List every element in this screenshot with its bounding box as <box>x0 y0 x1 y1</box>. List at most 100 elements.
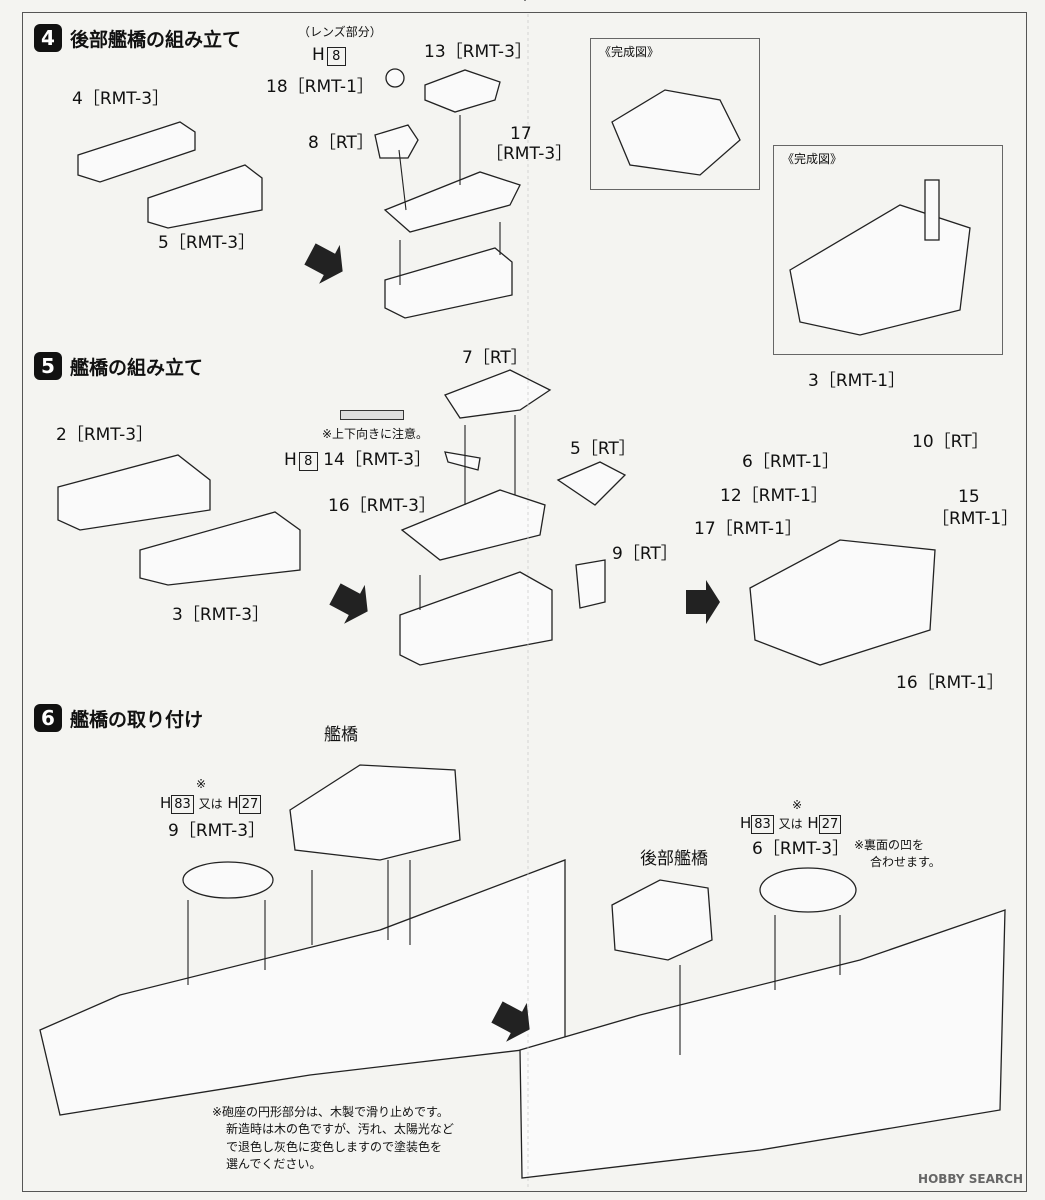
right-part-15-code: ［RMT-1］ <box>932 509 1019 529</box>
right-part-10-label: 10［RT］ <box>912 432 989 452</box>
step-4-label: 後部艦橋の組み立て <box>70 28 242 51</box>
part-14-drawing <box>444 451 481 471</box>
bridge-drawing <box>289 764 461 861</box>
complete-label-2: 《完成図》 <box>782 152 843 166</box>
step-6-label: 艦橋の取り付け <box>70 708 204 731</box>
page-frame <box>22 12 1027 1192</box>
right-part-15-num: 15 <box>958 487 980 507</box>
rear-bridge-label: 後部艦橋 <box>640 849 708 869</box>
bottom-note-line2: 新造時は木の色ですが、汚れ、太陽光など <box>226 1122 454 1137</box>
mast-drawing <box>924 179 940 241</box>
rear-bridge-drawing <box>611 879 713 961</box>
right-star: ※ <box>792 798 803 812</box>
step5-arrow-1 <box>329 583 368 624</box>
part-8-drawing <box>374 124 419 159</box>
bottom-note: ※砲座の円形部分は、木製で滑り止めです。 新造時は木の色ですが、汚れ、太陽光など… <box>212 1104 454 1174</box>
right-part-3-label: 3［RMT-1］ <box>808 371 906 391</box>
part-13-label: 13［RMT-3］ <box>424 42 532 62</box>
step-4-title: 4 後部艦橋の組み立て <box>34 24 241 52</box>
gun-ring-6-drawing <box>759 867 857 913</box>
bridge-label: 艦橋 <box>324 725 358 745</box>
part-3-label: 3［RMT-3］ <box>172 605 270 625</box>
right-box-27: 27 <box>818 815 842 834</box>
step-5-number: 5 <box>34 352 62 380</box>
right-h2: H <box>807 814 819 832</box>
hull-stern-drawing <box>519 909 1006 1179</box>
hull-bow-drawing <box>39 859 566 1116</box>
part-18-drawing <box>385 68 405 88</box>
part-16-drawing <box>400 489 546 561</box>
part-4-label: 4［RMT-3］ <box>72 89 170 109</box>
lens-note: （レンズ部分） <box>298 25 382 39</box>
left-or: 又は <box>198 797 223 811</box>
gun-ring-9-drawing <box>182 861 274 899</box>
part-7rt-label: 7［RT］ <box>462 348 528 368</box>
right-part-16-label: 16［RMT-1］ <box>896 673 1004 693</box>
part-4-drawing <box>77 121 196 183</box>
rear-bridge-base-drawing <box>384 247 513 319</box>
rear-bridge-complete-box: 《完成図》 <box>590 38 760 190</box>
part-14-code: 14［RMT-3］ <box>323 450 432 470</box>
rear-bridge-complete-drawing <box>611 89 741 176</box>
right-box-83: 83 <box>751 815 774 834</box>
part-2-label: 2［RMT-3］ <box>56 425 154 445</box>
right-or: 又は <box>778 817 803 831</box>
part-14-h-letter: H <box>284 450 297 470</box>
part-17-deck-drawing <box>383 171 521 233</box>
left-box-83: 83 <box>171 795 194 814</box>
bridge-complete-box: 《完成図》 <box>773 145 1003 355</box>
part-7-drawing <box>444 369 552 419</box>
bottom-note-line1: ※砲座の円形部分は、木製で滑り止めです。 <box>212 1105 449 1119</box>
part-14-box-number: 8 <box>298 452 318 471</box>
part-18-label: 18［RMT-1］ <box>266 77 374 97</box>
left-h2: H <box>227 794 239 812</box>
note-up-down: ※上下向きに注意。 <box>322 427 429 441</box>
part-16-label: 16［RMT-3］ <box>328 496 436 516</box>
part-5rt-drawing <box>556 461 627 506</box>
left-box-27: 27 <box>238 795 262 814</box>
watermark: HOBBY SEARCH <box>918 1172 1023 1186</box>
right-part-6-ring-label: 6［RMT-3］ <box>752 839 850 859</box>
step5-arrow-2 <box>686 580 720 624</box>
bridge-assembled-drawing <box>749 539 936 666</box>
lens-box-number: 8 <box>326 47 346 66</box>
part-14-diagram-icon <box>340 410 404 420</box>
right-note-line2: 合わせます。 <box>870 855 941 869</box>
right-part-12-label: 12［RMT-1］ <box>720 486 828 506</box>
left-h1: H <box>160 794 172 812</box>
bottom-note-line3: で退色し灰色に変色しますので塗装色を <box>226 1139 443 1154</box>
part-2-drawing <box>57 454 211 531</box>
right-h1: H <box>740 814 752 832</box>
step-6-title: 6 艦橋の取り付け <box>34 704 203 732</box>
part-17-label-num: 17 <box>510 124 532 144</box>
step-5-label: 艦橋の組み立て <box>70 356 204 379</box>
step-4-number: 4 <box>34 24 62 52</box>
step-5-title: 5 艦橋の組み立て <box>34 352 203 380</box>
part-5rt-label: 5［RT］ <box>570 439 636 459</box>
part-5-label: 5［RMT-3］ <box>158 233 256 253</box>
bridge-base-drawing <box>399 571 553 666</box>
left-star: ※ <box>196 777 207 791</box>
step-6-number: 6 <box>34 704 62 732</box>
right-part-17-label: 17［RMT-1］ <box>694 519 802 539</box>
part-3-drawing <box>139 511 301 586</box>
part-5-drawing <box>147 164 263 229</box>
part-9rt-label: 9［RT］ <box>612 544 678 564</box>
right-note-line1: ※裏面の凹を <box>854 838 925 852</box>
part-17-label-code: ［RMT-3］ <box>486 144 573 164</box>
lens-h-letter: H <box>312 45 325 65</box>
complete-label-1: 《完成図》 <box>599 45 660 59</box>
bottom-note-line4: 選んでください。 <box>226 1157 322 1172</box>
part-13-drawing <box>424 69 501 113</box>
step4-arrow <box>304 243 343 284</box>
left-part-9-label: 9［RMT-3］ <box>168 821 266 841</box>
part-9rt-drawing <box>575 559 606 609</box>
part-8-label: 8［RT］ <box>308 133 374 153</box>
right-part-6-label: 6［RMT-1］ <box>742 452 840 472</box>
step6-arrow <box>491 1001 530 1042</box>
